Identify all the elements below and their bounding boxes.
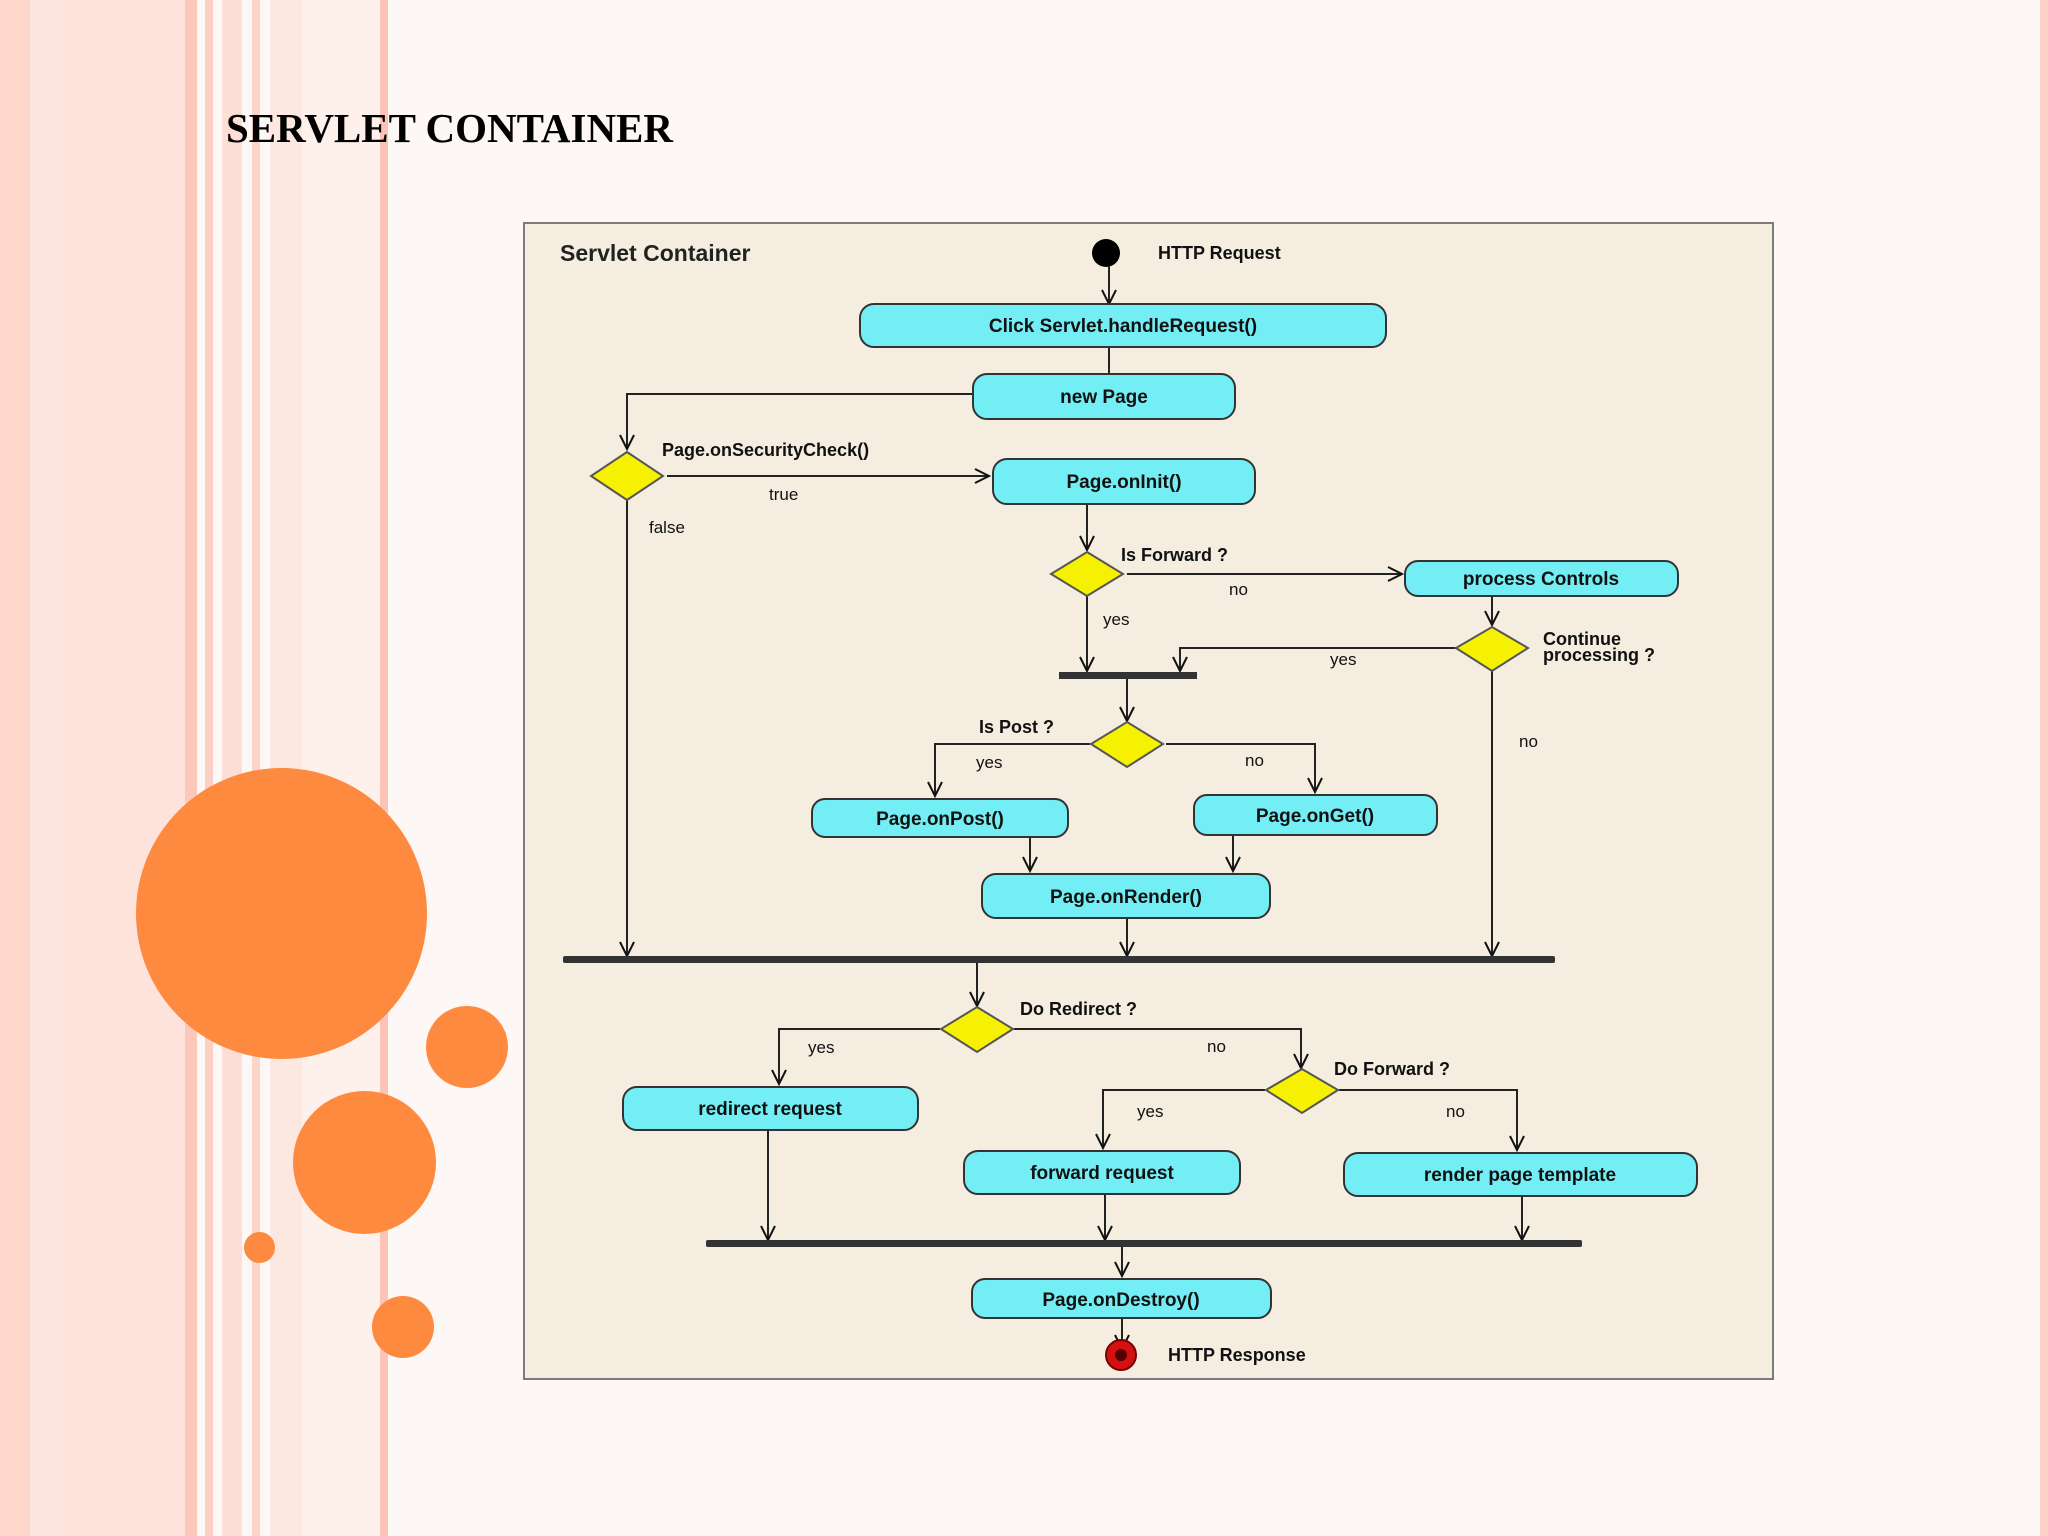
decor-circle — [136, 768, 427, 1059]
decor-circle — [244, 1232, 275, 1263]
bg-stripe — [302, 0, 380, 1536]
decision-do-forward — [1264, 1067, 1340, 1115]
edge-label: no — [1519, 732, 1538, 751]
decision-label: Do Forward ? — [1334, 1059, 1450, 1079]
activity-diagram: Servlet Container — [523, 222, 1774, 1380]
action-forward-request: forward request — [963, 1150, 1241, 1195]
action-onget: Page.onGet() — [1193, 794, 1438, 836]
decision-is-forward — [1049, 550, 1125, 598]
edge-label: yes — [1330, 650, 1356, 669]
edge-label: no — [1229, 580, 1248, 599]
edge-label: true — [769, 485, 798, 504]
bg-stripe — [185, 0, 197, 1536]
sync-bar — [563, 956, 1555, 963]
action-redirect-request: redirect request — [622, 1086, 919, 1131]
edge-label: yes — [1137, 1102, 1163, 1121]
decision-label: Continue — [1543, 629, 1621, 649]
action-label: render page template — [1424, 1165, 1616, 1186]
action-label: Click Servlet.handleRequest() — [989, 316, 1257, 337]
action-onrender: Page.onRender() — [981, 873, 1271, 919]
decor-circle — [426, 1006, 508, 1088]
bg-stripe — [2040, 0, 2048, 1536]
action-process-controls: process Controls — [1404, 560, 1679, 597]
decision-do-redirect — [939, 1005, 1015, 1054]
action-label: Page.onInit() — [1066, 472, 1181, 493]
edge-label: no — [1207, 1037, 1226, 1056]
action-label: new Page — [1060, 387, 1148, 408]
decision-label: processing ? — [1543, 645, 1655, 665]
start-label: HTTP Request — [1158, 243, 1281, 263]
edge-label: no — [1446, 1102, 1465, 1121]
frame-title: Servlet Container — [560, 240, 750, 266]
decision-label: Is Post ? — [979, 717, 1054, 737]
decision-label: Do Redirect ? — [1020, 999, 1137, 1019]
bg-stripe — [65, 0, 185, 1536]
edge-label: no — [1245, 751, 1264, 770]
decision-security-check — [589, 450, 665, 502]
action-ondestroy: Page.onDestroy() — [971, 1278, 1272, 1319]
edge-label: yes — [976, 753, 1002, 772]
action-label: Page.onRender() — [1050, 887, 1202, 908]
decision-label: Is Forward ? — [1121, 545, 1228, 565]
decor-circle — [293, 1091, 436, 1234]
decor-circle — [372, 1296, 434, 1358]
slide-title: SERVLET CONTAINER — [226, 105, 674, 151]
bg-stripe — [252, 0, 260, 1536]
action-label: Page.onDestroy() — [1042, 1290, 1199, 1311]
decision-continue-processing — [1454, 625, 1530, 673]
action-new-page: new Page — [972, 373, 1236, 420]
decision-label: Page.onSecurityCheck() — [662, 440, 869, 460]
bg-stripe — [222, 0, 242, 1536]
action-label: Page.onGet() — [1256, 806, 1374, 827]
edge-label: yes — [808, 1038, 834, 1057]
edge-label: false — [649, 518, 685, 537]
action-label: forward request — [1030, 1163, 1174, 1184]
decision-is-post — [1089, 720, 1165, 769]
bg-stripe — [380, 0, 388, 1536]
action-oninit: Page.onInit() — [992, 458, 1256, 505]
action-render-page-template: render page template — [1343, 1152, 1698, 1197]
bg-stripe — [30, 0, 65, 1536]
sync-bar — [1059, 672, 1197, 679]
end-node-core — [1115, 1349, 1127, 1361]
bg-stripe — [0, 0, 30, 1536]
action-label: redirect request — [698, 1099, 842, 1120]
action-label: Page.onPost() — [876, 809, 1004, 830]
action-onpost: Page.onPost() — [811, 798, 1069, 838]
bg-stripe — [205, 0, 213, 1536]
sync-bar — [706, 1240, 1582, 1247]
end-label: HTTP Response — [1168, 1345, 1306, 1365]
edge-label: yes — [1103, 610, 1129, 629]
action-click-servlet: Click Servlet.handleRequest() — [859, 303, 1387, 348]
action-label: process Controls — [1463, 569, 1619, 590]
start-node — [1092, 239, 1120, 267]
